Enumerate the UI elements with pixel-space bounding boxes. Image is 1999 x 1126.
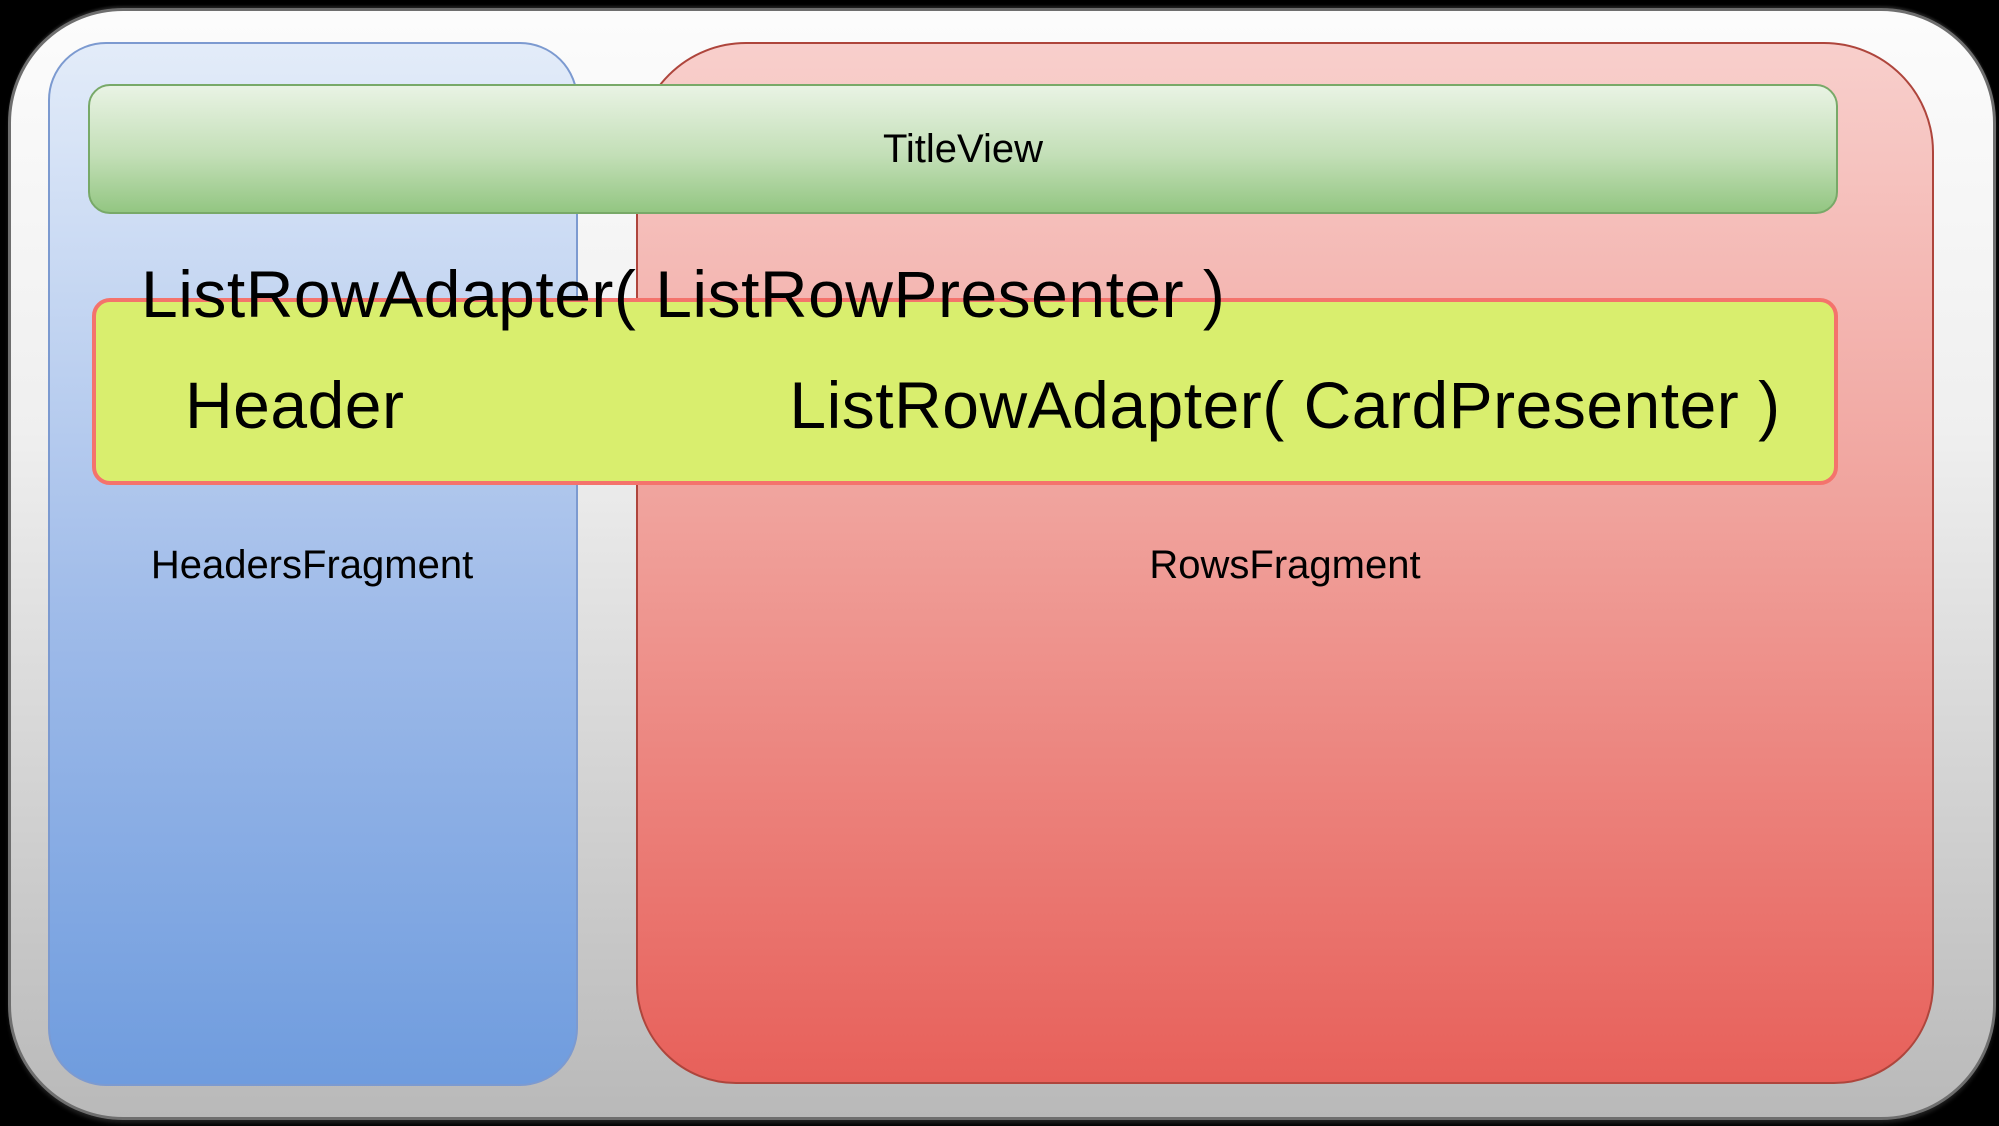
rows-fragment-box [636, 42, 1934, 1084]
listrow-adapter-cardpresenter-label: ListRowAdapter( CardPresenter ) [789, 368, 1781, 442]
title-view-bar: TitleView [88, 84, 1838, 214]
rows-fragment-label: RowsFragment [1149, 543, 1421, 587]
headers-fragment-label: HeadersFragment [150, 543, 474, 587]
listrow-adapter-listrowpresenter-label: ListRowAdapter( ListRowPresenter ) [141, 257, 1226, 331]
header-label: Header [185, 368, 405, 442]
header-row-bar [92, 298, 1838, 485]
headers-fragment-box [48, 42, 578, 1086]
title-view-label: TitleView [882, 126, 1044, 171]
